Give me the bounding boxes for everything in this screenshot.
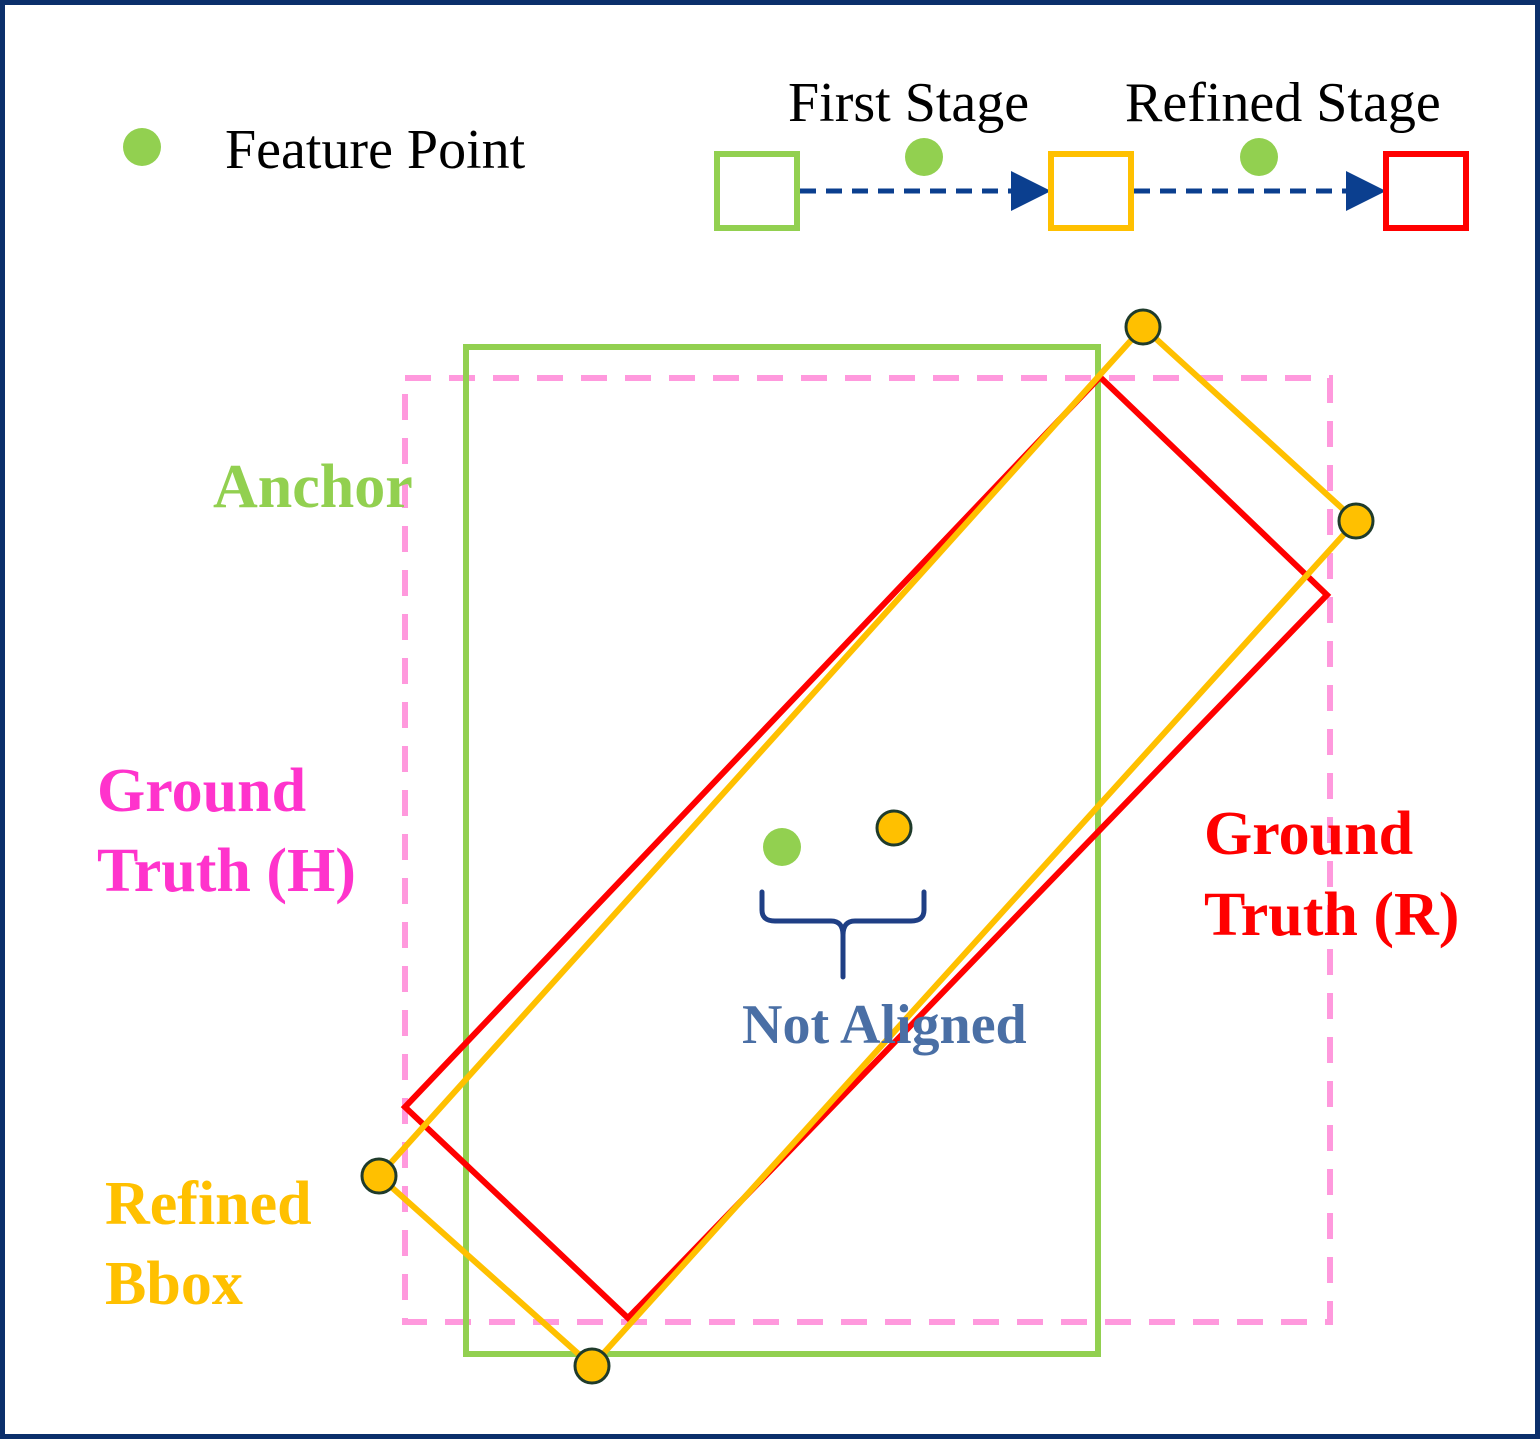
refined-corner-point-top <box>1124 308 1162 346</box>
legend-first-stage-label: First Stage <box>788 72 1029 134</box>
refined-corner-point-bottom <box>573 1347 611 1385</box>
legend-refined-stage-label: Refined Stage <box>1125 72 1441 134</box>
not-aligned-brace <box>759 889 927 980</box>
refined-bbox-label-line2: Bbox <box>105 1250 243 1318</box>
refined-bbox-label-line1: Refined <box>105 1170 312 1238</box>
ground-truth-h-label-line2: Truth (H) <box>97 837 356 905</box>
legend-first-stage-dot <box>905 138 943 176</box>
legend-ground-truth-box <box>1383 151 1469 231</box>
ground-truth-h-box <box>402 375 1333 1325</box>
refined-center-point <box>875 809 913 847</box>
ground-truth-r-label-line2: Truth (R) <box>1204 881 1459 949</box>
diagram-canvas: Feature Point First Stage Refined Stage … <box>97 72 1469 1385</box>
legend-anchor-box <box>714 151 800 231</box>
refined-corner-point-left <box>360 1157 398 1195</box>
anchor-box <box>463 344 1101 1357</box>
anchor-center-point <box>763 828 801 866</box>
not-aligned-label: Not Aligned <box>742 994 1027 1056</box>
legend-feature-point-label: Feature Point <box>225 119 526 181</box>
ground-truth-h-label-line1: Ground <box>97 757 306 825</box>
legend-refined-stage-dot <box>1240 138 1278 176</box>
refined-corner-point-right <box>1337 502 1375 540</box>
anchor-label: Anchor <box>213 453 413 521</box>
ground-truth-r-label-line1: Ground <box>1204 800 1413 868</box>
ground-truth-r-box <box>400 372 1332 1323</box>
legend-feature-point-dot <box>123 128 161 166</box>
legend-refined-box <box>1048 151 1134 231</box>
